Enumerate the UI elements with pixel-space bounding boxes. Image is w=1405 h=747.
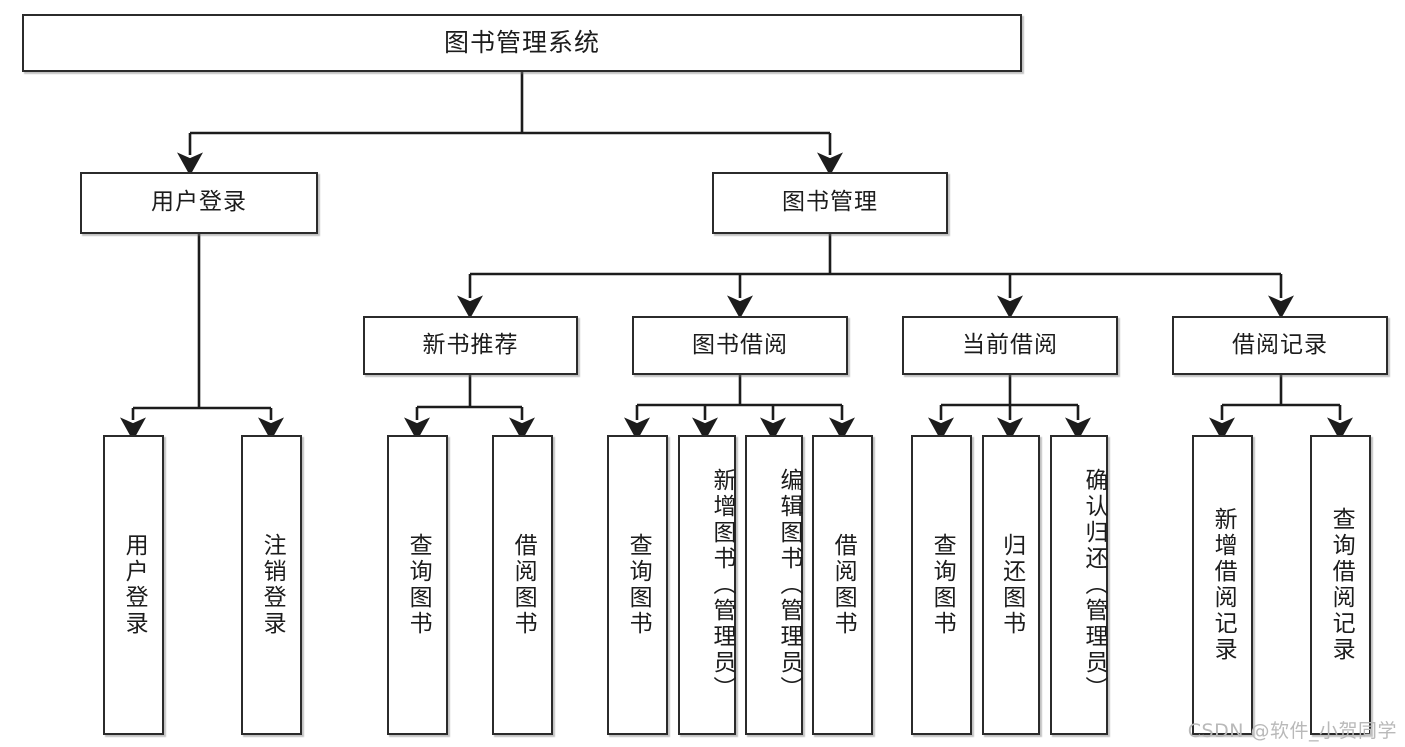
- leaf-add-book-admin[interactable]: 新增图书（管理员）: [678, 435, 736, 735]
- leaf-user-login[interactable]: 用户登录: [103, 435, 164, 735]
- node-user-login[interactable]: 用户登录: [80, 172, 318, 234]
- leaf-return-book[interactable]: 归还图书: [982, 435, 1040, 735]
- leaf-edit-book-admin[interactable]: 编辑图书（管理员）: [745, 435, 803, 735]
- leaf-user-logout[interactable]: 注销登录: [241, 435, 302, 735]
- node-new-book-recommend[interactable]: 新书推荐: [363, 316, 578, 375]
- leaf-query-borrow-record[interactable]: 查询借阅记录: [1310, 435, 1371, 735]
- node-current-borrow[interactable]: 当前借阅: [902, 316, 1118, 375]
- leaf-borrow-book-recommend[interactable]: 借阅图书: [492, 435, 553, 735]
- leaf-borrow-book[interactable]: 借阅图书: [812, 435, 873, 735]
- leaf-query-book-current[interactable]: 查询图书: [911, 435, 972, 735]
- leaf-query-book-recommend[interactable]: 查询图书: [387, 435, 448, 735]
- leaf-confirm-return-admin[interactable]: 确认归还（管理员）: [1050, 435, 1108, 735]
- node-borrow-record[interactable]: 借阅记录: [1172, 316, 1388, 375]
- leaf-add-borrow-record[interactable]: 新增借阅记录: [1192, 435, 1253, 735]
- node-book-management[interactable]: 图书管理: [712, 172, 948, 234]
- node-book-borrow[interactable]: 图书借阅: [632, 316, 848, 375]
- leaf-query-book-borrow[interactable]: 查询图书: [607, 435, 668, 735]
- csdn-watermark: CSDN @软件_小贺同学: [1187, 720, 1397, 742]
- node-root-book-management-system[interactable]: 图书管理系统: [22, 14, 1022, 72]
